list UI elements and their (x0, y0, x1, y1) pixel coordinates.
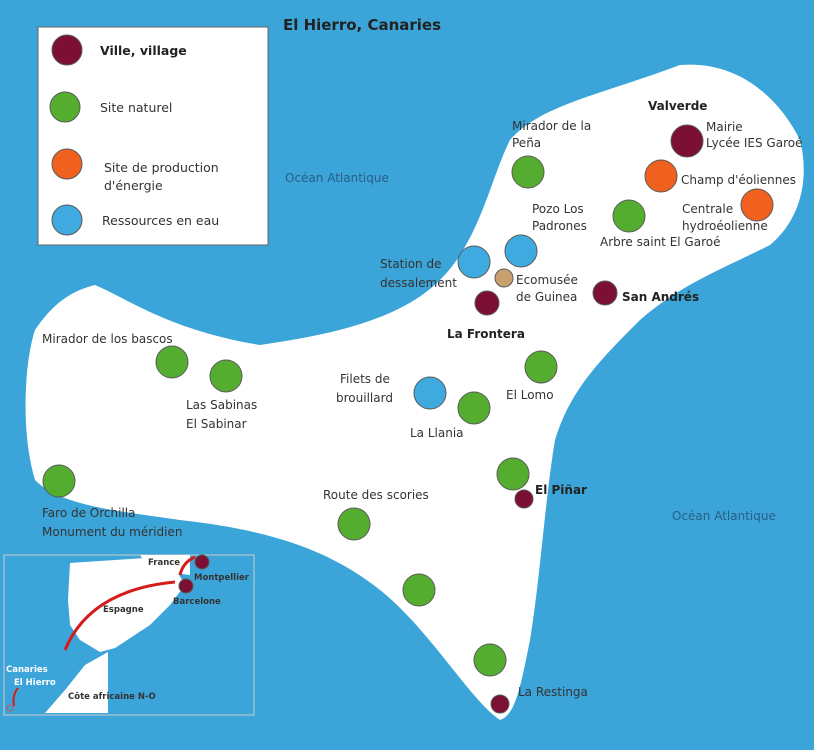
label-la-restinga: La Restinga (518, 685, 588, 699)
legend-energie-marker (51, 148, 83, 180)
marker-el-pinar-site[interactable] (496, 457, 530, 491)
marker-route-scories[interactable] (337, 507, 371, 541)
label-faro-1: Faro de Orchilla (42, 506, 135, 520)
label-la-frontera: La Frontera (447, 327, 525, 341)
marker-la-llania[interactable] (457, 391, 491, 425)
label-station-1: Station de (380, 257, 441, 271)
place-labels: Valverde Mairie Lycée IES Garoé Champ d'… (42, 99, 802, 699)
legend: Ville, village Site naturel Site de prod… (37, 26, 269, 246)
marker-ecomusee[interactable] (494, 268, 514, 288)
label-ecomusee-2: de Guinea (516, 290, 577, 304)
label-mairie: Mairie (706, 120, 743, 134)
inset-espagne: Espagne (103, 605, 144, 615)
marker-san-andres[interactable] (592, 280, 618, 306)
marker-centrale[interactable] (740, 188, 774, 222)
inset-cote: Côte africaine N-O (68, 691, 156, 702)
label-mirador-pena-1: Mirador de la (512, 119, 591, 133)
marker-champ-eoliennes[interactable] (644, 159, 678, 193)
label-sabinas-1: Las Sabinas (186, 398, 257, 412)
marker-arbre[interactable] (612, 199, 646, 233)
inset-france: France (148, 558, 180, 568)
ocean-label-north: Océan Atlantique (285, 171, 389, 185)
legend-naturel-marker (49, 91, 81, 123)
label-valverde: Valverde (648, 99, 707, 113)
legend-energie-1: Site de production (104, 160, 219, 175)
label-pozo-2: Padrones (532, 219, 587, 233)
marker-station[interactable] (457, 245, 491, 279)
marker-site-sud[interactable] (402, 573, 436, 607)
marker-el-lomo[interactable] (524, 350, 558, 384)
label-el-lomo: El Lomo (506, 388, 554, 402)
label-station-2: dessalement (380, 276, 457, 290)
marker-faro[interactable] (42, 464, 76, 498)
inset-canaries: Canaries (6, 665, 48, 675)
inset-montpellier: Montpellier (194, 573, 250, 583)
legend-eau-marker (51, 204, 83, 236)
marker-filets[interactable] (413, 376, 447, 410)
label-route: Route des scories (323, 488, 429, 502)
ocean-label-east: Océan Atlantique (672, 509, 776, 523)
marker-la-frontera[interactable] (474, 290, 500, 316)
legend-energie-2: d'énergie (104, 178, 163, 193)
marker-la-restinga[interactable] (490, 694, 510, 714)
marker-el-pinar[interactable] (514, 489, 534, 509)
label-la-llania: La Llania (410, 426, 464, 440)
label-mirador-bascos: Mirador de los bascos (42, 332, 173, 346)
label-lycee: Lycée IES Garoé (706, 136, 802, 150)
label-champ: Champ d'éoliennes (681, 173, 796, 187)
markers (42, 124, 774, 714)
label-el-pinar: El Piñar (535, 483, 587, 497)
legend-ville: Ville, village (100, 43, 187, 58)
inset-barcelone: Barcelone (173, 597, 221, 607)
label-centrale-1: Centrale (682, 202, 733, 216)
marker-site-restinga[interactable] (473, 643, 507, 677)
label-filets-2: brouillard (336, 391, 393, 405)
inset-el-hierro: El Hierro (14, 678, 56, 688)
map-title: El Hierro, Canaries (283, 16, 441, 34)
legend-ville-marker (51, 34, 83, 66)
marker-mirador-bascos[interactable] (155, 345, 189, 379)
label-pozo-1: Pozo Los (532, 202, 584, 216)
legend-naturel: Site naturel (100, 100, 172, 115)
label-arbre: Arbre saint El Garoé (600, 235, 720, 249)
label-san-andres: San Andrés (622, 290, 699, 304)
label-faro-2: Monument du méridien (42, 525, 182, 539)
inset-map: France Montpellier Barcelone Espagne Can… (3, 554, 255, 716)
label-ecomusee-1: Ecomusée (516, 273, 578, 287)
label-filets-1: Filets de (340, 372, 390, 386)
marker-mirador-pena[interactable] (511, 155, 545, 189)
label-sabinas-2: El Sabinar (186, 417, 247, 431)
label-mirador-pena-2: Peña (512, 136, 541, 150)
legend-eau: Ressources en eau (102, 213, 219, 228)
marker-mairie[interactable] (670, 124, 704, 158)
label-centrale-2: hydroéolienne (682, 219, 768, 233)
marker-pozo[interactable] (504, 234, 538, 268)
marker-sabinas[interactable] (209, 359, 243, 393)
